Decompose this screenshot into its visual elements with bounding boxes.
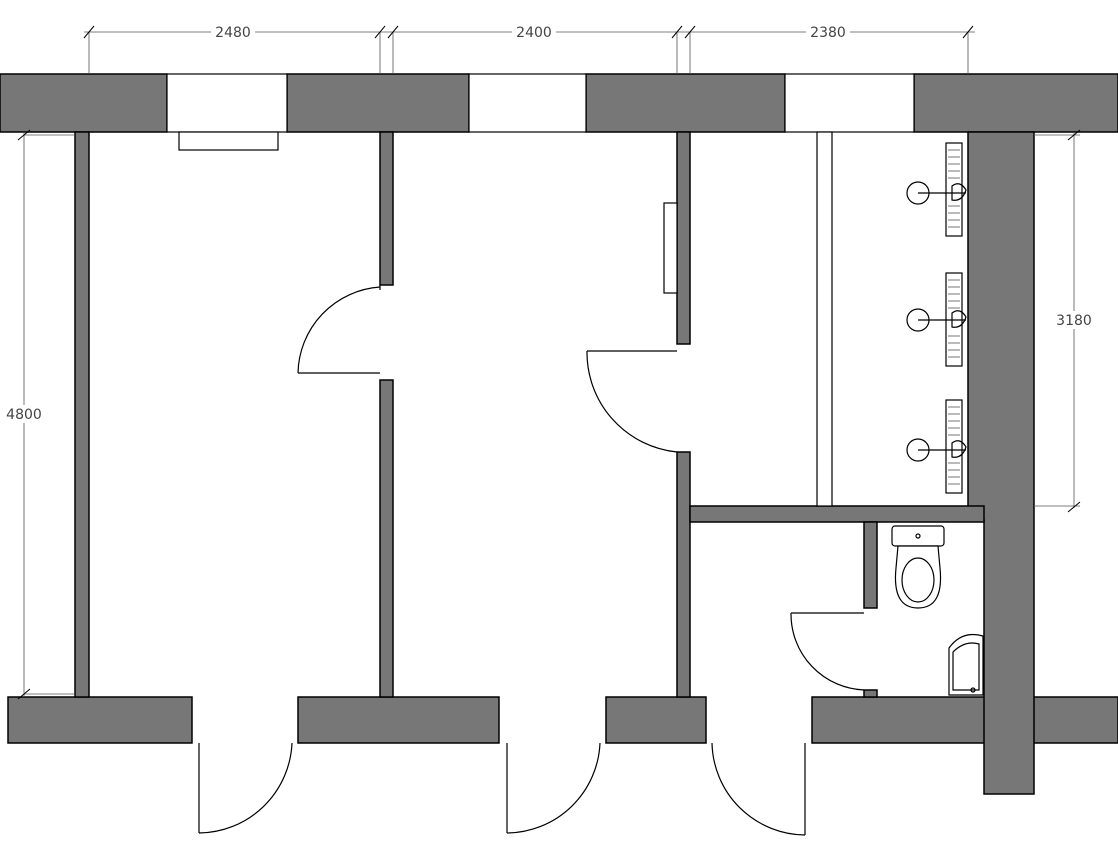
door-wc bbox=[790, 612, 865, 691]
dimension-label-right: 3180 bbox=[1056, 313, 1092, 329]
dimension-right: 3180 bbox=[1034, 129, 1096, 513]
glass-partition bbox=[816, 131, 833, 507]
interior-walls bbox=[74, 131, 985, 698]
wall-panel bbox=[663, 202, 678, 294]
dimension-label-top-3: 2380 bbox=[810, 25, 846, 41]
sink-1 bbox=[906, 142, 967, 237]
entrance-door-1 bbox=[198, 742, 293, 834]
dimension-left: 4800 bbox=[2, 129, 75, 700]
top-windows bbox=[166, 73, 915, 151]
sink-2 bbox=[906, 272, 967, 367]
dimension-top: 2480 2400 2380 bbox=[83, 24, 975, 74]
sink-3 bbox=[906, 399, 967, 494]
toilet bbox=[891, 525, 945, 609]
dimension-label-top-2: 2400 bbox=[516, 25, 552, 41]
dimension-label-left: 4800 bbox=[6, 407, 42, 423]
door-room1-room2 bbox=[297, 285, 381, 374]
door-room2-washroom bbox=[586, 350, 678, 453]
entrance-door-3 bbox=[711, 742, 806, 836]
dimension-label-top-1: 2480 bbox=[215, 25, 251, 41]
bottom-exterior-wall bbox=[7, 696, 1118, 744]
entrance-door-2 bbox=[506, 742, 601, 834]
wash-basin bbox=[948, 633, 984, 696]
window-sill bbox=[178, 131, 279, 151]
